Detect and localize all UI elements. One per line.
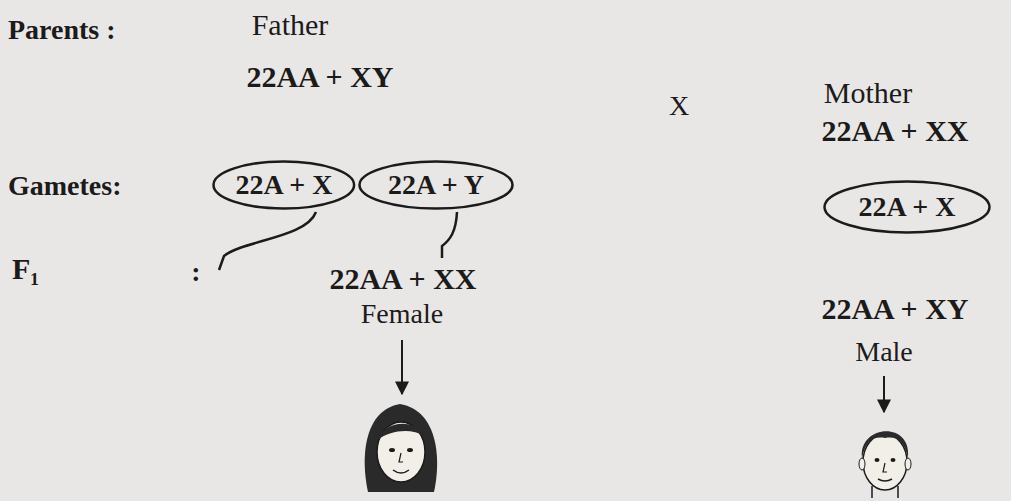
gamete-genotype: 22A + X [236,169,333,201]
genotype: 22AA + XX [821,114,968,149]
male-face [859,431,911,498]
parent-name: Mother [824,76,912,111]
offspring-sex: Male [855,336,913,368]
oval-outline [360,162,513,209]
genotype: 22AA + XY [821,292,968,327]
cross-sign: X [669,90,689,122]
row-heading: Parents : [8,14,116,46]
oval-outline [825,182,990,233]
row-heading: Gametes: [8,170,122,202]
genotype: 22AA + XX [329,262,476,297]
gamete-genotype: 22A + Y [388,169,484,201]
parent-name: Father [252,8,329,43]
gamete-genotype: 22A + X [859,191,956,223]
offspring-sex: Female [361,298,443,330]
gamete-oval: 22A + X [212,160,356,210]
fusion-line [442,212,457,258]
gamete-oval: 22A + X [823,180,991,234]
separator: : [191,256,200,288]
pointer-arrow [883,376,885,412]
female-face [365,404,437,492]
gamete-oval: 22A + Y [358,160,514,210]
oval-outline [214,162,355,209]
pointer-arrow [401,340,403,394]
row-heading: F₁ [12,252,39,287]
genotype: 22AA + XY [246,60,393,95]
fusion-line [219,212,316,270]
